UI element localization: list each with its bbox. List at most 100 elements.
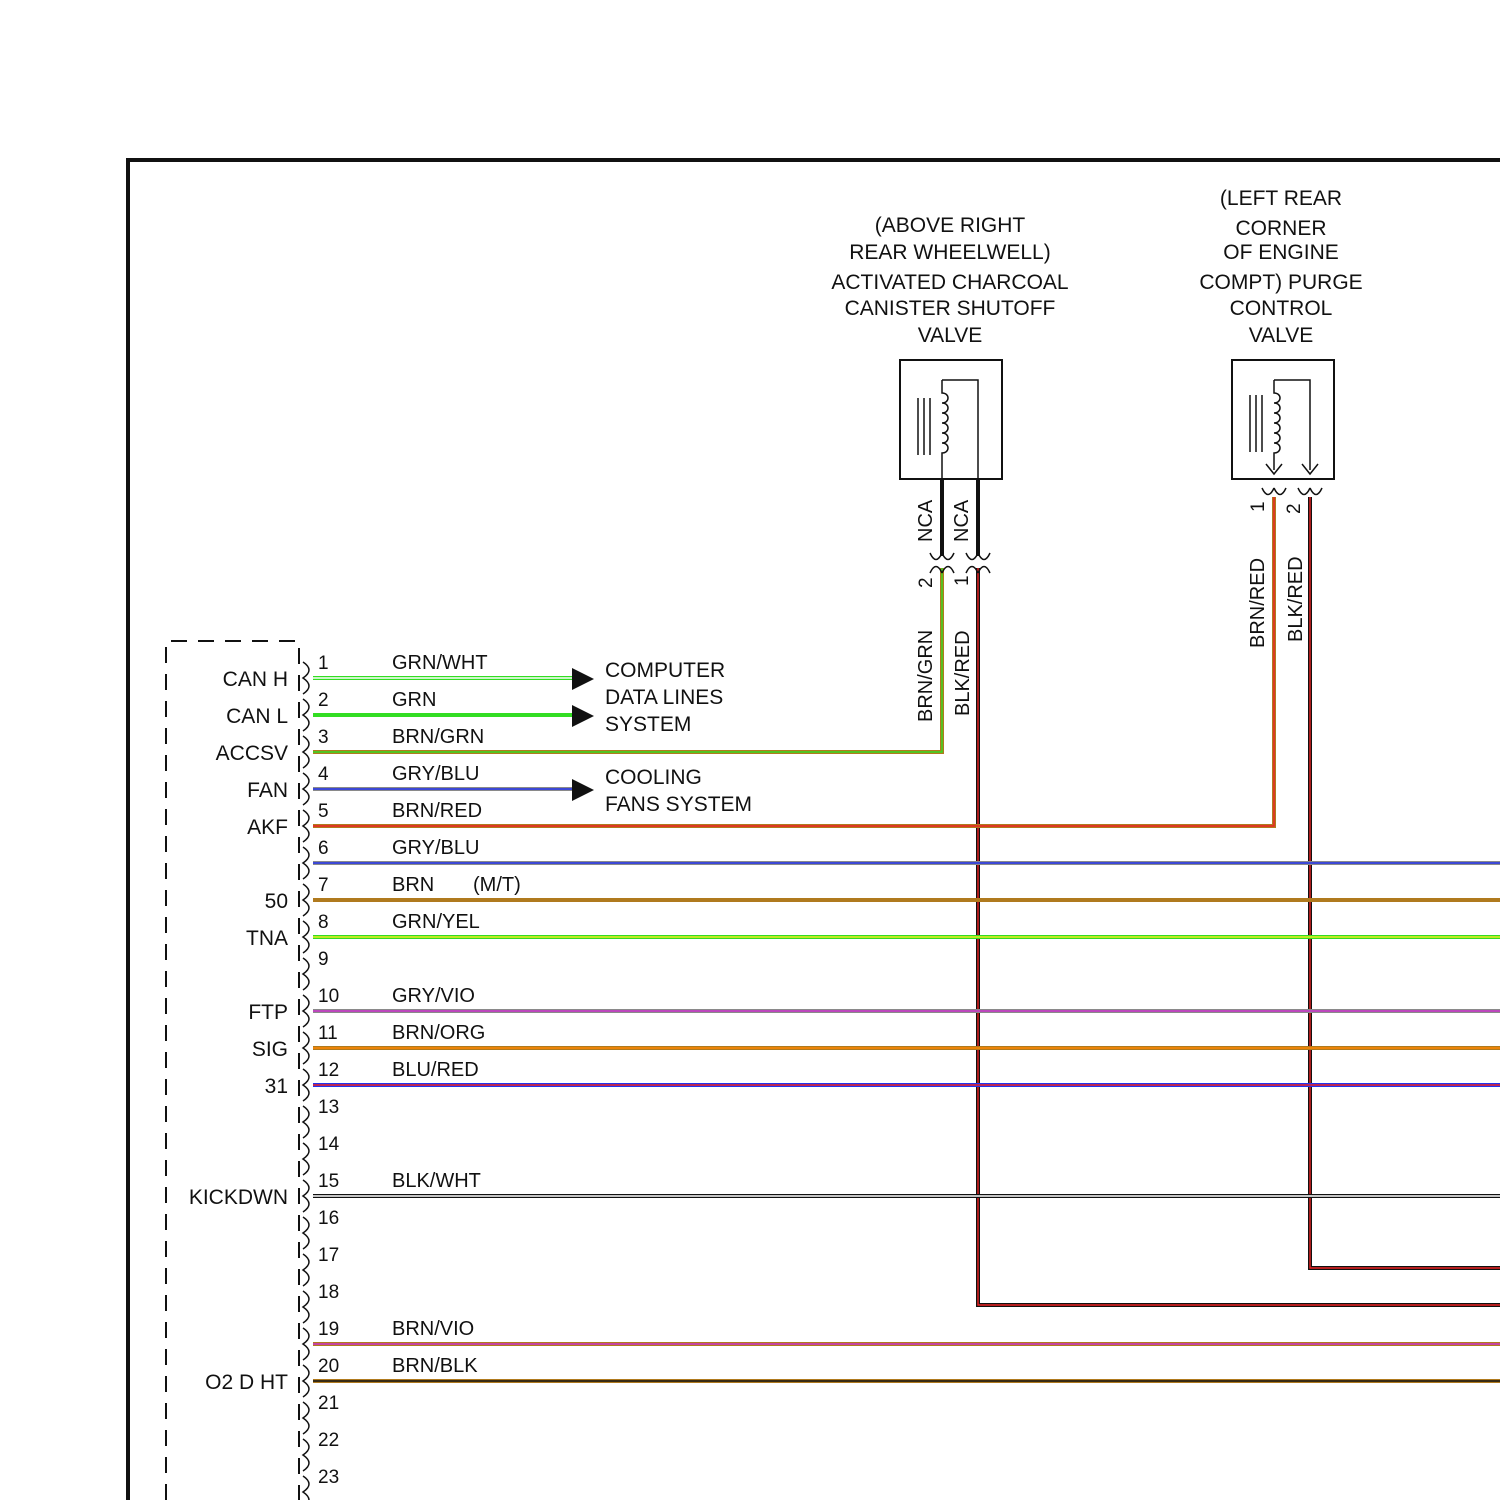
pin-terminal-icon — [303, 884, 309, 916]
canister-lead-label: NCA — [915, 499, 937, 542]
pin-terminal-icon — [303, 773, 309, 805]
ecm-pin-number: 10 — [318, 986, 339, 1007]
pin-terminal-icon — [303, 1106, 309, 1138]
ecm-signal-label: 31 — [265, 1075, 288, 1098]
ecm-signal-label: FTP — [248, 1001, 288, 1024]
pin-terminal-icon — [303, 1069, 309, 1101]
ecm-pin-number: 22 — [318, 1430, 339, 1451]
terminal-icon — [1298, 488, 1322, 495]
wire-color-label: BRN/VIO — [392, 1318, 474, 1340]
wire-color-label: GRN — [392, 689, 436, 711]
wire-color-label: GRN/YEL — [392, 911, 480, 933]
pin-terminal-icon — [303, 1328, 309, 1360]
pin-terminal-icon — [303, 1143, 309, 1175]
pin-terminal-icon — [303, 1254, 309, 1286]
pin-terminal-icon — [303, 662, 309, 694]
pin-terminal-icon — [303, 810, 309, 842]
dest-line: DATA LINES — [605, 686, 723, 709]
canister-shutoff-valve: (ABOVE RIGHT REAR WHEELWELL) ACTIVATED C… — [831, 214, 1068, 722]
pin-terminal-icon — [303, 921, 309, 953]
ecm-signal-label: CAN L — [226, 705, 288, 728]
ecm-pin-number: 15 — [318, 1171, 339, 1192]
wire-color-label: GRY/BLU — [392, 763, 479, 785]
ecm-signal-label: 50 — [265, 890, 288, 913]
wire-color-label: BLK/WHT — [392, 1170, 481, 1192]
dest-line: COOLING — [605, 766, 702, 789]
pin-terminal-icon — [303, 1291, 309, 1323]
terminal-icon — [930, 553, 954, 560]
ecm-pin-number: 1 — [318, 653, 329, 674]
wire — [1310, 497, 1500, 1268]
data-line-arrow-2 — [572, 705, 594, 727]
ecm-pin-number: 4 — [318, 764, 329, 785]
purge-control-valve: (LEFT REAR CORNER OF ENGINE COMPT) PURGE… — [1199, 187, 1362, 648]
ecm-pin-number: 17 — [318, 1245, 339, 1266]
wire-color-label: GRY/VIO — [392, 985, 475, 1007]
pin-terminal-icon — [303, 1032, 309, 1064]
purge-wire-label: BLK/RED — [1285, 556, 1307, 642]
wire-note-label: (M/T) — [473, 874, 521, 896]
canister-pin-label: 2 — [916, 577, 937, 588]
pin-terminal-icon — [303, 1217, 309, 1249]
purge-title-line: (LEFT REAR — [1220, 187, 1342, 210]
purge-title-line: COMPT) PURGE — [1199, 271, 1362, 294]
pin-terminal-icon — [303, 1365, 309, 1397]
ecm-pin-number: 14 — [318, 1134, 340, 1155]
purge-wire-label: BRN/RED — [1247, 558, 1269, 648]
canister-title-line: ACTIVATED CHARCOAL — [831, 271, 1068, 294]
wire-color-label: BRN/GRN — [392, 726, 484, 748]
ecm-pin-number: 16 — [318, 1208, 339, 1229]
wire-color-label: GRN/WHT — [392, 652, 488, 674]
ecm-pin-number: 21 — [318, 1393, 339, 1414]
pin-terminal-icon — [303, 1402, 309, 1434]
ecm-signal-label: AKF — [247, 816, 288, 839]
pin-terminal-icon — [303, 958, 309, 990]
ecm-signal-label: CAN H — [223, 668, 288, 691]
dest-line: FANS SYSTEM — [605, 793, 752, 816]
dest-line: SYSTEM — [605, 713, 691, 736]
pin-terminal-icon — [303, 847, 309, 879]
ecm-pin-number: 19 — [318, 1319, 339, 1340]
ecm-pin-number: 3 — [318, 727, 329, 748]
canister-title-line: VALVE — [918, 324, 983, 347]
purge-pin-label: 2 — [1284, 503, 1305, 514]
ecm-signal-label: KICKDWN — [189, 1186, 288, 1209]
wire-color-label: GRY/BLU — [392, 837, 479, 859]
ecm-pin-number: 18 — [318, 1282, 339, 1303]
cooling-fan-arrow — [572, 779, 594, 801]
pin-terminal-icon — [303, 736, 309, 768]
pin-terminal-icon — [303, 995, 309, 1027]
pin-terminal-icon — [303, 1476, 309, 1500]
ecm-signal-label: FAN — [247, 779, 288, 802]
ecm-signal-label: O2 D HT — [205, 1371, 288, 1394]
ecm-signal-label: SIG — [252, 1038, 288, 1061]
data-line-arrow-1 — [572, 668, 594, 690]
dest-line: COMPUTER — [605, 659, 725, 682]
purge-title-line: OF ENGINE — [1223, 241, 1339, 264]
ecm-pin-number: 9 — [318, 949, 329, 970]
canister-title-line: CANISTER SHUTOFF — [845, 297, 1056, 320]
ecm-signal-label: ACCSV — [216, 742, 288, 765]
ecm-pin-number: 13 — [318, 1097, 339, 1118]
canister-wire-label: BRN/GRN — [915, 630, 937, 722]
ecm-pin-number: 7 — [318, 875, 329, 896]
cooling-fans-destination: COOLING FANS SYSTEM — [605, 766, 752, 816]
wire-color-label: BRN/RED — [392, 800, 482, 822]
terminal-icon — [1262, 488, 1286, 495]
wire-color-label: BRN/ORG — [392, 1022, 485, 1044]
ecm-pin-number: 20 — [318, 1356, 339, 1377]
purge-valve-box — [1232, 360, 1334, 479]
wire-color-label: BRN — [392, 874, 434, 896]
wire-color-label: BRN/BLK — [392, 1355, 478, 1377]
wire-harness: GRN/WHT GRN BRN/GRN GRY/BLU BRN/RED GRY/BLU BR… — [313, 497, 1500, 1381]
purge-title-line: CONTROL — [1230, 297, 1333, 320]
terminal-icon — [966, 553, 990, 560]
purge-pin-label: 1 — [1248, 501, 1269, 512]
data-lines-destination: COMPUTER DATA LINES SYSTEM — [605, 659, 725, 736]
pin-terminal-icon — [303, 1180, 309, 1212]
canister-title-line: (ABOVE RIGHT — [875, 214, 1026, 237]
ecm-pin-number: 5 — [318, 801, 329, 822]
